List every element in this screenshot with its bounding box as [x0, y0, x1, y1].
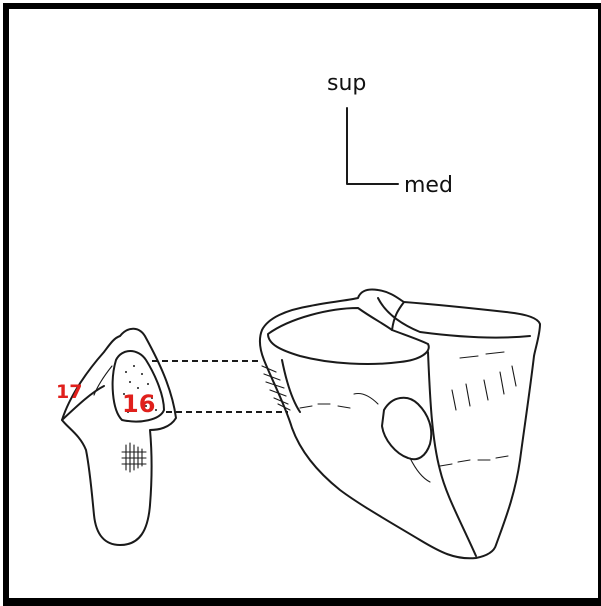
medial-label: med: [404, 173, 453, 198]
large-bone: [260, 289, 540, 558]
tuberosity: [382, 398, 431, 459]
ridge-dashes-1: [300, 404, 350, 408]
bone-outline: [260, 289, 540, 558]
orientation-compass: sup med: [327, 71, 453, 198]
superior-label: sup: [327, 71, 366, 96]
surface-striations: [452, 366, 516, 410]
orientation-axes: [347, 108, 398, 184]
fragment-outline: [62, 329, 176, 545]
rim-dashes: [460, 352, 504, 358]
small-bone-fragment: [62, 329, 176, 545]
ridge-dashes-2: [440, 456, 508, 466]
lateral-contour: [282, 360, 300, 412]
medial-contour: [428, 352, 476, 556]
articular-surface: [268, 308, 429, 364]
articular-rim: [378, 298, 530, 338]
tuberosity-fiber-1: [354, 393, 378, 404]
label-16: 16: [122, 390, 155, 418]
tuberosity-fiber-2: [410, 458, 430, 482]
shaft-hatching: [122, 443, 146, 472]
label-17: 17: [56, 381, 82, 403]
